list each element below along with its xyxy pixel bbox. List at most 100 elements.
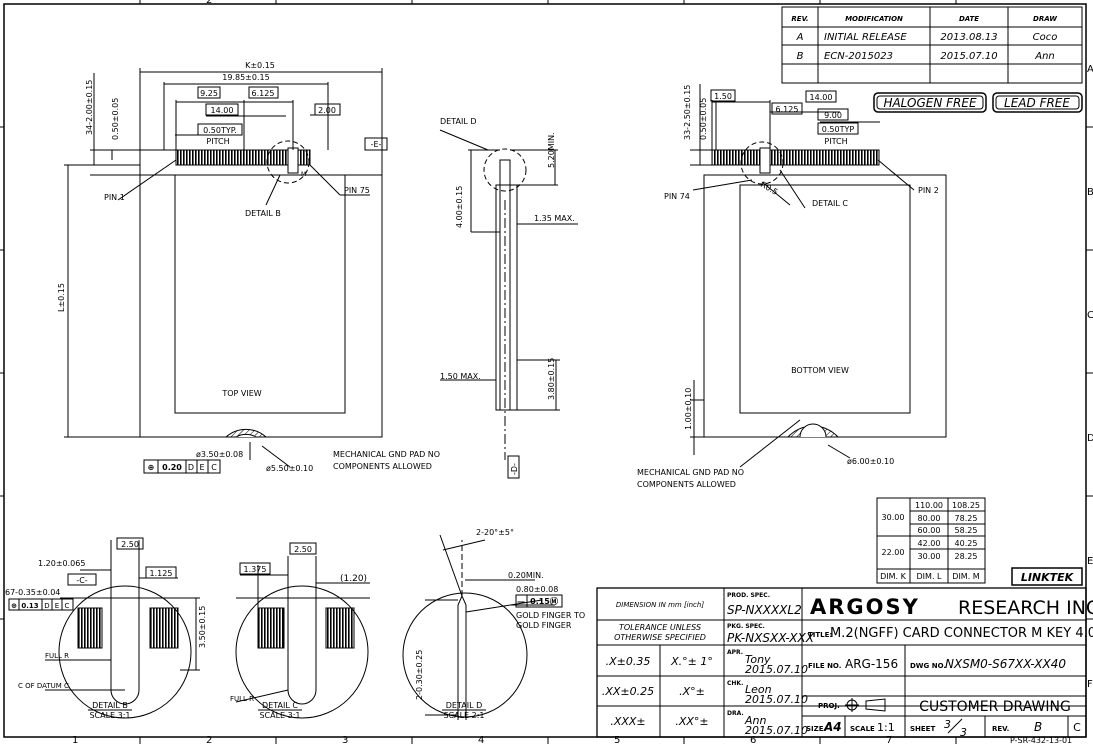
- side-view: [439, 129, 578, 460]
- svg-text:DIM. M: DIM. M: [952, 572, 980, 581]
- rev-header-rev: REV.: [791, 15, 808, 23]
- svg-text:0.13: 0.13: [21, 602, 38, 610]
- svg-text:E: E: [55, 602, 59, 610]
- c-of-datum: C OF DATUM C: [18, 682, 69, 690]
- rev-a: A: [796, 32, 804, 43]
- dim-1-00: 1.00±0.10: [684, 388, 693, 430]
- title-block-text: DIMENSION IN mm [inch] TOLERANCE UNLESS …: [602, 592, 1093, 739]
- dim-1-375: 1.375: [244, 565, 267, 574]
- svg-text:PKG. SPEC.: PKG. SPEC.: [727, 623, 765, 630]
- gnd-note-bottom-2: COMPONENTS ALLOWED: [637, 480, 736, 489]
- size-k-22: 22.00: [882, 548, 905, 557]
- zone-bottom-2: 2: [206, 735, 212, 744]
- zone-top-2: 2: [206, 0, 212, 6]
- dim-6-00-dia: ø6.00±0.10: [847, 457, 894, 466]
- svg-text:HALOGEN FREE: HALOGEN FREE: [883, 96, 976, 110]
- svg-text:78.25: 78.25: [955, 514, 978, 523]
- detail-c-scale: SCALE 3:1: [259, 711, 300, 720]
- top-view-title: TOP VIEW: [221, 389, 261, 398]
- svg-text:40.25: 40.25: [955, 539, 978, 548]
- dim-0-50: 0.50±0.05: [111, 98, 120, 140]
- zone-bottom-5: 5: [614, 735, 620, 744]
- zone-right-f: F: [1087, 679, 1093, 690]
- dim-3-80: 3.80±0.15: [547, 358, 556, 400]
- svg-text:C: C: [65, 602, 70, 610]
- full-r-b: FULL R: [45, 652, 69, 660]
- zone-right-c: C: [1087, 310, 1093, 321]
- gnd-note-bottom-1: MECHANICAL GND PAD NO: [637, 468, 744, 477]
- dim-14-00-b: 14.00: [810, 93, 833, 102]
- dim-9-25: 9.25: [200, 89, 218, 98]
- zone-bottom-4: 4: [478, 735, 484, 744]
- rev-header-mod: MODIFICATION: [845, 15, 903, 23]
- sheet-no: 3: [944, 718, 951, 731]
- svg-text:⊕: ⊕: [11, 602, 17, 610]
- svg-text:2015.07.10: 2015.07.10: [745, 724, 808, 737]
- svg-text:30.00: 30.00: [918, 552, 941, 561]
- detail-d-labels: 2-20°±5° 0.20MIN. 0.80±0.08 — 0.15Ⓜ GOLD…: [415, 528, 585, 720]
- svg-text:LINKTEK: LINKTEK: [1021, 571, 1075, 584]
- pkg-spec: PK-NXSXX-XXX: [727, 631, 815, 645]
- dim-9-00: 9.00: [824, 111, 842, 120]
- company-logo: ARGOSY: [810, 595, 920, 619]
- zone-bottom-1: 1: [72, 735, 78, 744]
- tol-header-1: TOLERANCE UNLESS: [619, 623, 701, 632]
- svg-text:.XX±0.25: .XX±0.25: [602, 685, 654, 698]
- rev-a-draw: Coco: [1033, 32, 1058, 43]
- svg-text:42.00: 42.00: [918, 539, 941, 548]
- detail-d-view: [402, 534, 555, 720]
- bottom-view-title: BOTTOM VIEW: [791, 366, 849, 375]
- dim-2-50-c: 2.50: [294, 545, 312, 554]
- svg-text:Leon: Leon: [745, 683, 772, 696]
- top-view: [64, 68, 383, 468]
- svg-text:DIM. L: DIM. L: [917, 572, 943, 581]
- detail-c-view: [235, 556, 370, 719]
- svg-text:PROD. SPEC.: PROD. SPEC.: [727, 592, 770, 599]
- pitch-label-b: PITCH: [824, 137, 847, 146]
- dim-l: L±0.15: [57, 283, 66, 312]
- dim-14-00: 14.00: [211, 106, 234, 115]
- dim-5-20: 5.20MIN.: [547, 132, 556, 168]
- zone-right-a: A: [1087, 64, 1093, 75]
- dim-33: 33-2.50±0.15: [683, 85, 692, 140]
- detail-b-title: DETAIL B: [92, 701, 128, 710]
- svg-text:D: D: [188, 463, 194, 472]
- rev-a-mod: INITIAL RELEASE: [824, 32, 907, 43]
- gold-finger-1: GOLD FINGER TO: [516, 611, 585, 620]
- pitch-label: PITCH: [206, 137, 229, 146]
- rev-b: B: [797, 51, 804, 62]
- corner-c: C: [1073, 721, 1081, 734]
- bottom-view: [690, 84, 947, 468]
- svg-text:D: D: [44, 602, 49, 610]
- drawing-title: M.2(NGFF) CARD CONNECTOR M KEY 4.0H: [830, 626, 1093, 641]
- r-0-5: R0.5: [759, 180, 779, 197]
- svg-text:X.°± 1°: X.°± 1°: [670, 655, 713, 668]
- rev-b-date: 2015.07.10: [940, 51, 997, 62]
- dim-0-20: 0.20MIN.: [508, 571, 544, 580]
- dim-header: DIMENSION IN mm [inch]: [616, 601, 704, 609]
- customer-drawing: CUSTOMER DRAWING: [919, 699, 1071, 715]
- size-k-30: 30.00: [882, 513, 905, 522]
- svg-text:TITLE:: TITLE:: [808, 631, 832, 639]
- company-name: RESEARCH INC.: [958, 597, 1093, 619]
- detail-d-ref: DETAIL D: [440, 117, 476, 126]
- m-mark: M: [301, 171, 306, 178]
- svg-text:2015.07.10: 2015.07.10: [745, 693, 808, 706]
- pin-1-label: PIN 1: [104, 193, 125, 202]
- svg-text:108.25: 108.25: [952, 501, 980, 510]
- linktek-badge: LINKTEK: [1011, 567, 1083, 586]
- paper-size: A4: [823, 720, 842, 734]
- zone-letters: 2 A B C D E F 1 2 3 4 5 6 7 P-SR-432-13-…: [72, 0, 1093, 744]
- detail-b-ref: DETAIL B: [245, 209, 281, 218]
- dim-3-50-dia: ø3.50±0.08: [196, 450, 243, 459]
- tol-box-detail-b: ⊕ 0.13 D E C: [8, 598, 74, 611]
- dim-3-50-b: 3.50±0.15: [198, 606, 207, 648]
- svg-text:—: —: [517, 597, 525, 606]
- detail-d-title: DETAIL D: [446, 701, 482, 710]
- dim-1-50: 1.50: [714, 92, 732, 101]
- datum-c: -C-: [76, 576, 87, 585]
- side-view-labels: DETAIL D 5.20MIN. 4.00±0.15 1.35 MAX. 1.…: [440, 117, 575, 479]
- svg-text:58.25: 58.25: [955, 526, 978, 535]
- dim-19-85: 19.85±0.15: [222, 73, 269, 82]
